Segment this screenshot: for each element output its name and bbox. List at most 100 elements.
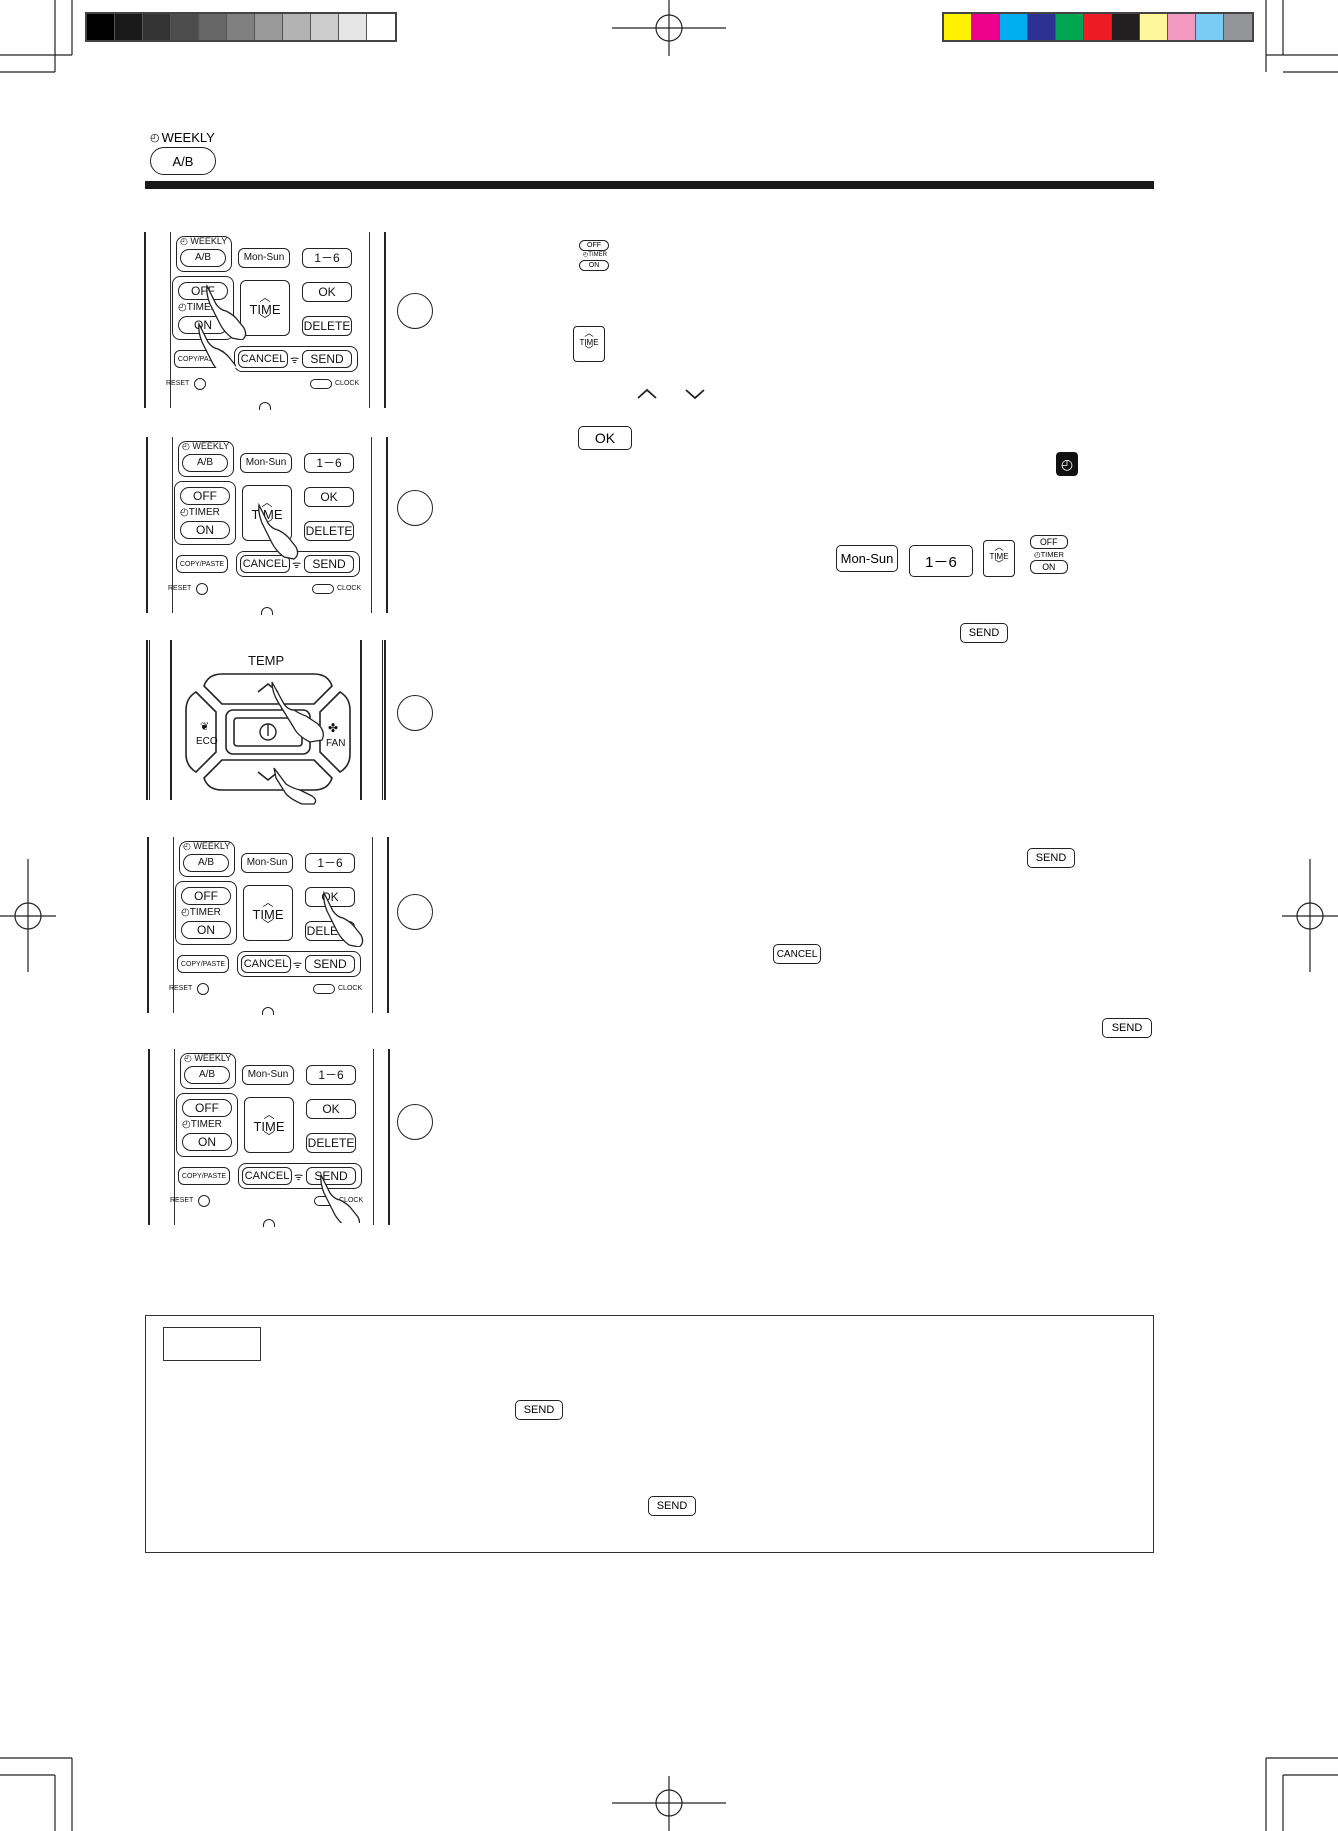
- temp-dpad[interactable]: ECO FAN ❦ ✤: [182, 670, 354, 794]
- color-swatch: [1224, 14, 1252, 40]
- clock-button[interactable]: [310, 379, 332, 389]
- copy-paste-button[interactable]: COPY/PASTE: [178, 1167, 230, 1185]
- ab-button[interactable]: A/B: [184, 1066, 230, 1084]
- send-group: [237, 951, 361, 977]
- weekly-group: [180, 1053, 236, 1089]
- remote-notch: [261, 607, 273, 615]
- weekly-label: ◴ WEEKLY: [180, 236, 228, 246]
- remote-notch: [262, 1007, 274, 1015]
- step-circle-2: [397, 490, 433, 526]
- color-swatch: [944, 14, 972, 40]
- delete-button[interactable]: DELETE: [304, 521, 354, 541]
- timer-label: ◴TIMER: [180, 507, 220, 518]
- weekly-group: [179, 841, 235, 877]
- ok-key-icon: OK: [578, 426, 632, 450]
- ab-button[interactable]: A/B: [183, 854, 229, 872]
- pointing-hand-icon: [258, 503, 299, 560]
- reset-button[interactable]: [194, 378, 206, 390]
- one-six-button[interactable]: 1－6: [304, 453, 354, 473]
- timer-group: [174, 481, 236, 545]
- ab-button[interactable]: A/B: [180, 249, 226, 267]
- send-key-icon: SEND: [1102, 1018, 1152, 1038]
- color-swatch: [1084, 14, 1112, 40]
- ab-button[interactable]: A/B: [182, 454, 228, 472]
- mon-sun-button[interactable]: Mon-Sun: [240, 453, 292, 473]
- cancel-button[interactable]: CANCEL: [238, 350, 288, 368]
- down-chevron-icon: ﹀: [262, 918, 274, 931]
- color-swatch: [367, 14, 395, 40]
- ok-button[interactable]: OK: [306, 1099, 356, 1119]
- one-six-button[interactable]: 1－6: [306, 1065, 356, 1085]
- cancel-button[interactable]: CANCEL: [241, 955, 291, 973]
- remote-body: [172, 437, 372, 613]
- color-swatch: [87, 14, 115, 40]
- off-button[interactable]: OFF: [182, 1099, 232, 1117]
- send-button[interactable]: SEND: [304, 555, 354, 573]
- off-button[interactable]: OFF: [181, 887, 231, 905]
- grayscale-bar: [85, 12, 397, 42]
- wireless-icon: ᯤ: [292, 560, 302, 571]
- mon-sun-button[interactable]: Mon-Sun: [241, 853, 293, 873]
- color-swatch: [1000, 14, 1028, 40]
- color-swatch: [339, 14, 367, 40]
- on-button[interactable]: ON: [182, 1133, 232, 1151]
- send-group: [234, 346, 358, 372]
- clock-button[interactable]: [313, 984, 335, 994]
- remote-temp-panel: TEMP ECO FAN ❦ ✤: [146, 640, 388, 805]
- time-key-icon: ︿ TIME ﹀: [983, 540, 1015, 577]
- color-swatch: [1140, 14, 1168, 40]
- weekly-label: ◴ WEEKLY: [184, 1053, 232, 1063]
- clock-label: CLOCK: [339, 1197, 364, 1204]
- mon-sun-button[interactable]: Mon-Sun: [238, 248, 290, 268]
- mon-sun-key-icon: Mon-Sun: [836, 545, 898, 572]
- copy-paste-button[interactable]: COPY/PASTE: [177, 955, 229, 973]
- off-button[interactable]: OFF: [180, 487, 230, 505]
- delete-button[interactable]: DELETE: [302, 316, 352, 336]
- up-chevron-icon: ︿: [259, 291, 271, 304]
- reset-button[interactable]: [198, 1195, 210, 1207]
- clock-icon: ◴: [1056, 452, 1078, 476]
- send-button[interactable]: SEND: [305, 955, 355, 973]
- time-button[interactable]: ︿ TIME ﹀: [243, 885, 293, 941]
- ok-button[interactable]: OK: [304, 487, 354, 507]
- off-timer-on-icon: OFF ◴TIMER ON: [1029, 535, 1069, 577]
- remote-notch: [259, 402, 271, 410]
- weekly-label: ◴ WEEKLY: [182, 441, 230, 451]
- color-swatch: [1196, 14, 1224, 40]
- wireless-icon: ᯤ: [294, 1172, 304, 1183]
- reset-label: RESET: [169, 985, 193, 992]
- remote-control-panel: ◴ WEEKLY A/B Mon-Sun 1－6 OFF ◴TIMER ON ︿…: [146, 437, 388, 615]
- process-color-bar: [942, 12, 1254, 42]
- up-chevron-icon: ︿: [262, 896, 274, 909]
- ok-button[interactable]: OK: [302, 282, 352, 302]
- mon-sun-button[interactable]: Mon-Sun: [242, 1065, 294, 1085]
- step-circle-3: [397, 695, 433, 731]
- cancel-button[interactable]: CANCEL: [242, 1167, 292, 1185]
- svg-text:❦: ❦: [200, 721, 209, 733]
- time-button[interactable]: ︿ TIME ﹀: [244, 1097, 294, 1153]
- remote-body: [174, 1049, 374, 1225]
- clock-button[interactable]: [312, 584, 334, 594]
- reset-button[interactable]: [196, 583, 208, 595]
- send-key-icon: SEND: [960, 623, 1008, 643]
- on-button[interactable]: ON: [181, 921, 231, 939]
- color-swatch: [972, 14, 1000, 40]
- cancel-button[interactable]: CANCEL: [240, 555, 290, 573]
- reset-button[interactable]: [197, 983, 209, 995]
- copy-paste-button[interactable]: COPY/PASTE: [176, 555, 228, 573]
- one-six-button[interactable]: 1－6: [305, 853, 355, 873]
- wireless-icon: ᯤ: [293, 960, 303, 971]
- one-six-button[interactable]: 1－6: [302, 248, 352, 268]
- color-swatch: [1028, 14, 1056, 40]
- remote-control-panel: ◴ WEEKLY A/B Mon-Sun 1－6 OFF ◴TIMER ON ︿…: [144, 232, 386, 410]
- remote-control-panel: ◴ WEEKLY A/B Mon-Sun 1－6 OFF ◴TIMER ON ︿…: [148, 1049, 390, 1227]
- clock-label: CLOCK: [338, 985, 363, 992]
- up-chevron-icon: ︿: [263, 1108, 275, 1121]
- reset-label: RESET: [166, 380, 190, 387]
- send-button[interactable]: SEND: [302, 350, 352, 368]
- pointing-hand-icon: [273, 767, 317, 805]
- time-button[interactable]: ︿ TIME ﹀: [240, 280, 290, 336]
- on-button[interactable]: ON: [180, 521, 230, 539]
- delete-button[interactable]: DELETE: [306, 1133, 356, 1153]
- eco-label: ECO: [196, 736, 218, 747]
